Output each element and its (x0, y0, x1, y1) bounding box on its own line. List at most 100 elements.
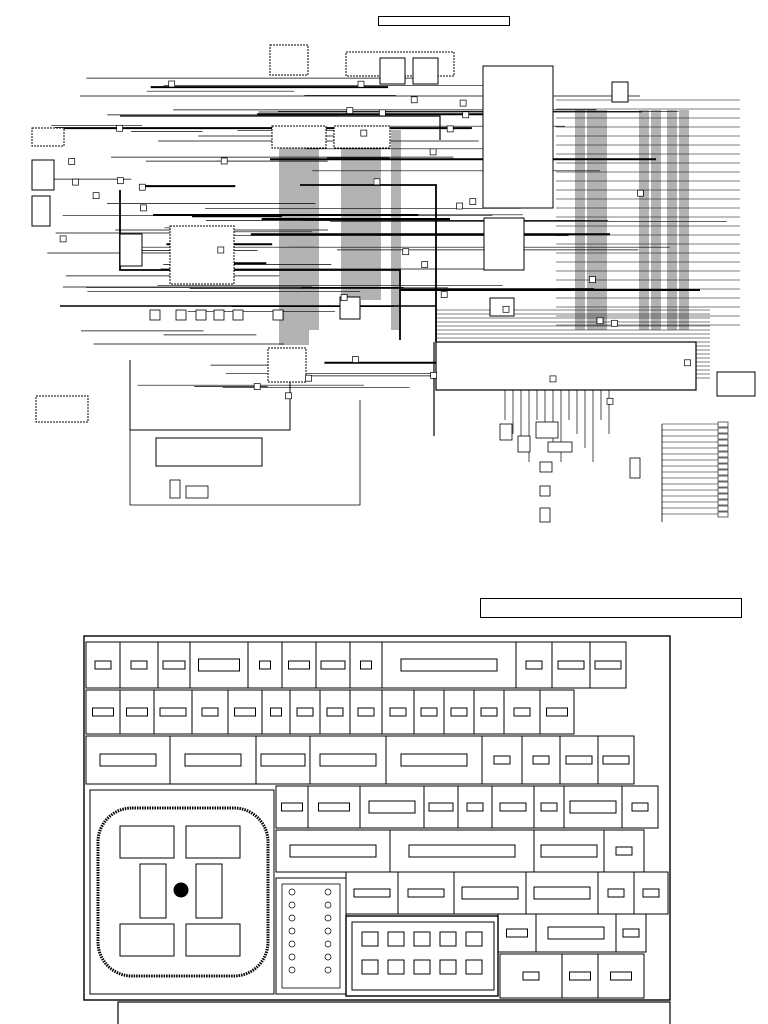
terminal-block (440, 291, 448, 298)
ecu-center-post (173, 882, 189, 898)
connector-face (420, 707, 438, 717)
fuse-terminal (195, 309, 207, 321)
terminal-block (606, 397, 614, 405)
terminal-block (357, 80, 365, 88)
relay-b (412, 57, 439, 85)
connector-face (94, 660, 112, 670)
connector-face (318, 802, 350, 812)
relay-module-box (483, 217, 525, 271)
connector-cell (349, 689, 383, 735)
ecu-pin-block (185, 923, 241, 957)
wire (129, 380, 361, 506)
terminal (717, 421, 729, 428)
connector-face (532, 755, 550, 765)
connector-face (547, 926, 605, 940)
terminal-block (446, 125, 454, 133)
terminal-block (379, 109, 386, 117)
terminal-block (72, 178, 79, 186)
fuse-socket (324, 888, 332, 896)
terminal-block (637, 189, 644, 197)
terminal (717, 439, 729, 446)
fuse-socket (288, 966, 296, 974)
terminal (717, 463, 729, 470)
connector-cell (119, 689, 155, 735)
small-module-box (339, 296, 361, 320)
connector-face (569, 800, 617, 814)
terminal-block (373, 178, 381, 186)
terminal-block (116, 124, 123, 132)
connector-face (540, 802, 558, 812)
fuse-terminal (175, 309, 187, 321)
connector-bank-b (333, 125, 391, 149)
connector-shell (169, 479, 181, 499)
connector-left-c (31, 195, 51, 227)
relay-socket (413, 959, 431, 975)
terminal (717, 427, 729, 434)
connector-face (198, 658, 240, 672)
terminal-block (469, 198, 477, 205)
ecu-pin-block (139, 863, 167, 919)
connector-shell (535, 421, 559, 439)
connector-face (368, 800, 416, 814)
connector-face (546, 707, 568, 717)
connector-shell (539, 507, 551, 523)
connector-shell (547, 441, 573, 453)
connector-face (400, 658, 498, 672)
fuse-socket (288, 953, 296, 961)
relay-a (379, 57, 406, 85)
relay-socket (413, 931, 431, 947)
fuse-socket (288, 940, 296, 948)
terminal (717, 487, 729, 494)
connector-face (288, 660, 310, 670)
connector-face (357, 707, 375, 717)
terminal-block (429, 148, 437, 156)
terminal (717, 445, 729, 452)
terminal-block (611, 319, 618, 327)
connector-face (533, 886, 591, 900)
terminal (717, 469, 729, 476)
fuse-terminal (272, 309, 284, 321)
fuse-socket (288, 914, 296, 922)
ecu-pin-block (185, 825, 241, 859)
relay-socket (439, 931, 457, 947)
connector-lower-mid (267, 347, 307, 383)
terminal-block (596, 317, 604, 325)
fuse-socket (324, 940, 332, 948)
connector-title-bar (480, 598, 742, 618)
sensor-box (611, 81, 629, 103)
connector-bank-a (271, 125, 327, 149)
connector-face (602, 755, 630, 765)
connector-face (540, 844, 598, 858)
fuse-terminal (213, 309, 225, 321)
terminal-block (168, 80, 176, 88)
connector-face (615, 846, 633, 856)
connector-face (461, 886, 519, 900)
connector-face (569, 971, 591, 981)
connector-top-left (269, 44, 309, 76)
terminal (717, 451, 729, 458)
terminal-block (589, 276, 596, 283)
terminal-block (346, 107, 354, 114)
control-module-box (482, 65, 554, 209)
terminal-block (410, 96, 418, 104)
terminal-block (59, 235, 67, 243)
connector-mid-right (489, 297, 515, 317)
terminal-block (402, 248, 410, 256)
connector-shell (517, 435, 531, 453)
terminal-block (117, 177, 124, 185)
relay-socket (439, 959, 457, 975)
connector-face (408, 844, 516, 858)
relay-socket (465, 959, 483, 975)
connector-face (522, 971, 540, 981)
connector-face (126, 707, 148, 717)
connector-shell (499, 423, 513, 441)
connector-face (159, 707, 187, 717)
terminal (717, 475, 729, 482)
connector-face (281, 802, 303, 812)
relay-socket (361, 959, 379, 975)
junction-block-box (435, 341, 697, 391)
connector-face (631, 802, 649, 812)
connector-sheet-frame-lower (117, 1001, 671, 1024)
fuse-socket (324, 966, 332, 974)
connector-face (407, 888, 445, 898)
